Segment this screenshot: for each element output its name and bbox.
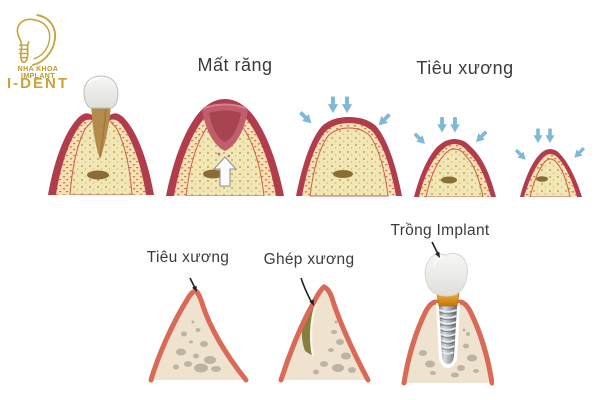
bone-graft-illustration — [278, 277, 371, 383]
down-left-arrow-icon — [571, 145, 587, 161]
caption-missing-tooth: Mất răng — [197, 55, 273, 75]
healthy-tooth-illustration — [48, 75, 154, 195]
pointer-arrow-icon — [300, 277, 314, 306]
bone-loss-stage3-illustration — [513, 128, 587, 197]
brand-name-line1: NHA KHOA IMPLANT — [17, 66, 59, 80]
down-left-arrow-icon — [472, 128, 490, 146]
bone-loss-stage2-illustration — [411, 117, 496, 197]
down-arrow-icon — [533, 128, 543, 144]
down-arrow-icon — [327, 96, 339, 114]
down-arrow-icon — [450, 117, 460, 133]
caption-bone-loss-top: Tiêu xương — [416, 58, 514, 78]
logo: NHA KHOA IMPLANT I-DENT — [0, 0, 80, 100]
brand-name-line2: I-DENT — [7, 75, 69, 92]
tooth-logo-icon — [16, 14, 57, 66]
down-arrow-icon — [545, 128, 555, 144]
down-right-arrow-icon — [411, 130, 429, 148]
bone-loss-stage1-illustration — [296, 96, 402, 197]
down-left-arrow-icon — [375, 110, 394, 129]
down-right-arrow-icon — [513, 147, 529, 163]
implant-illustration — [401, 241, 494, 386]
down-arrow-icon — [437, 117, 447, 133]
down-right-arrow-icon — [296, 108, 315, 127]
pointer-arrow-icon — [189, 277, 197, 292]
resorbed-ridge-illustration — [148, 277, 249, 383]
caption-bone-loss-bottom: Tiêu xương — [146, 249, 230, 266]
caption-bone-graft: Ghép xương — [263, 251, 355, 268]
missing-tooth-illustration — [166, 99, 284, 196]
down-arrow-icon — [341, 96, 353, 114]
pointer-arrow-icon — [431, 241, 440, 258]
up-arrow-icon — [212, 156, 238, 187]
caption-implant: Trồng Implant — [390, 222, 490, 239]
